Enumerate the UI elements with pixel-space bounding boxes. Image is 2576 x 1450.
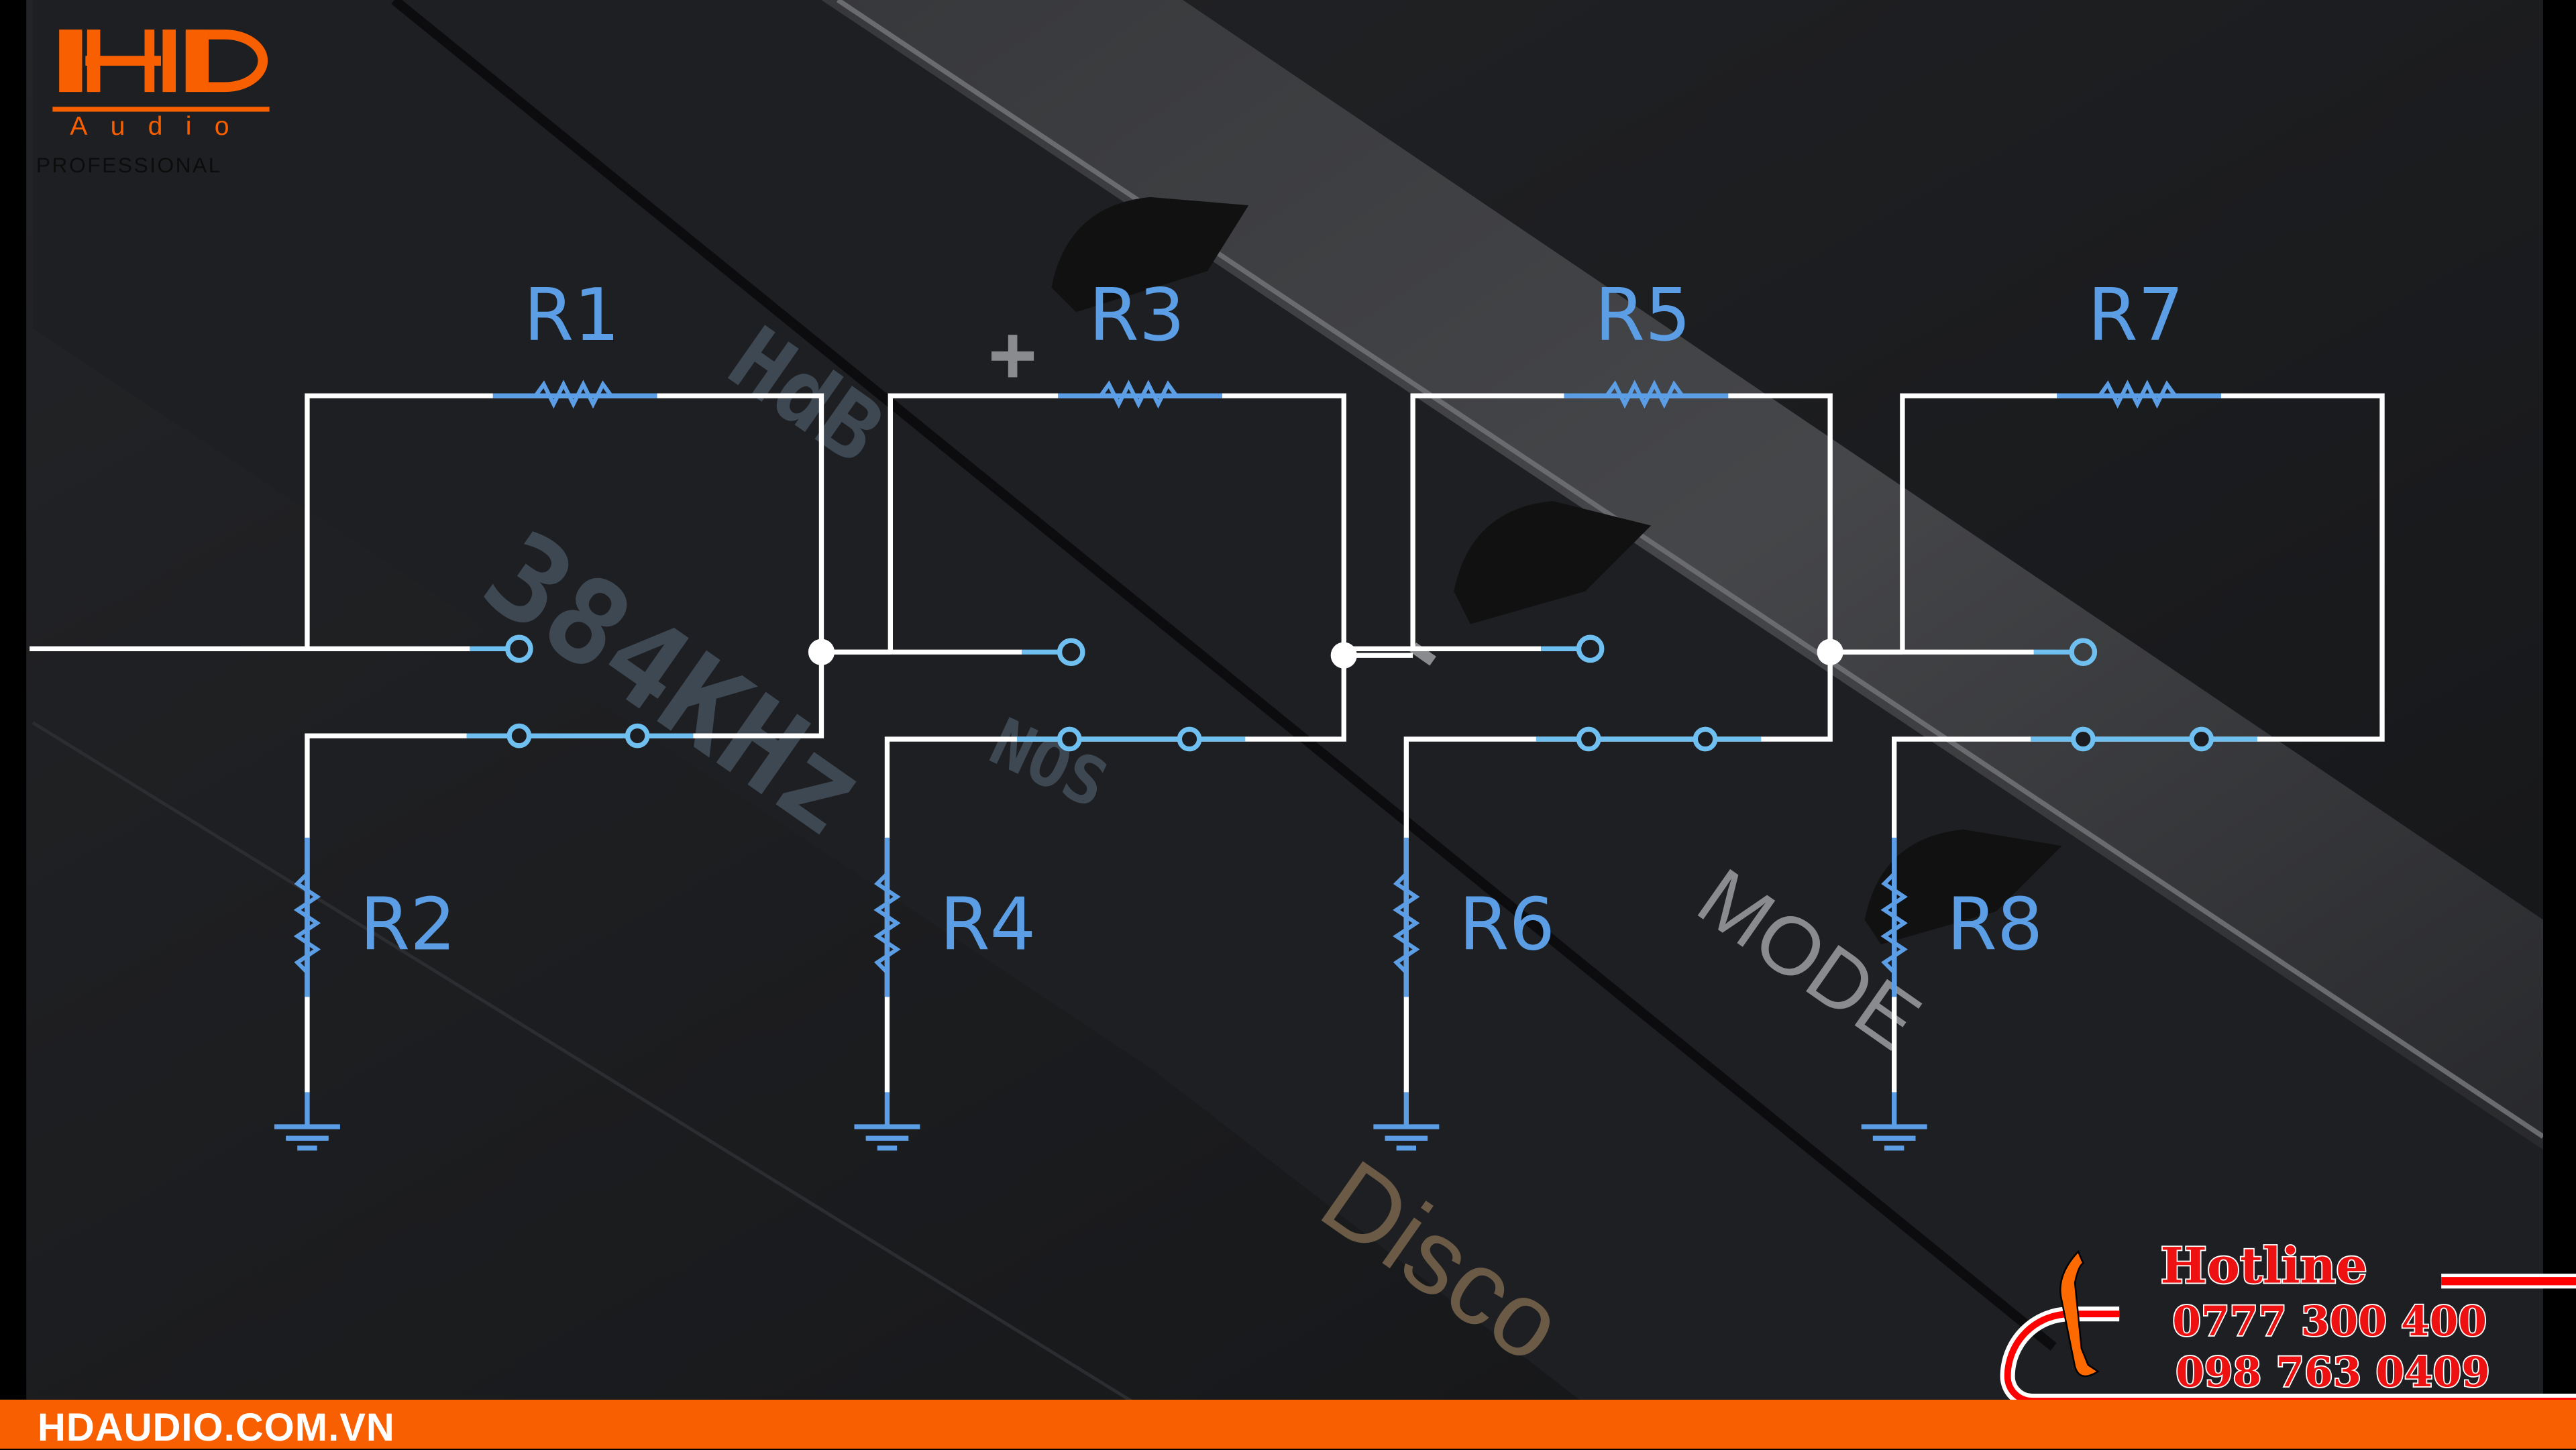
bypass-contact — [1177, 726, 1202, 752]
resistor-r6 — [1393, 872, 1420, 974]
bypass-contact — [625, 723, 650, 748]
left-edge — [0, 0, 27, 1400]
wire — [1892, 393, 2385, 1093]
footer-bar: HDAUDIO.COM.VN — [0, 1400, 2576, 1449]
resistor-r7 — [2098, 380, 2177, 409]
right-edge — [2543, 0, 2576, 1400]
device-edge — [391, 0, 2057, 1351]
bypass-contact — [1057, 726, 1082, 752]
logo: Audio PROFESSIONAL — [36, 30, 270, 177]
device-edge — [32, 721, 1151, 1414]
hotline-phone-2[interactable]: 098 763 0409 — [2174, 1347, 2491, 1398]
resistor-label: R8 — [1947, 883, 2043, 967]
resistor-r2 — [293, 872, 321, 974]
website-link[interactable]: HDAUDIO.COM.VN — [38, 1406, 395, 1449]
resistor-label: R1 — [524, 274, 620, 357]
resistor-label: R5 — [1595, 274, 1690, 357]
bypass-contact — [1576, 726, 1601, 752]
bypass-contact — [2189, 726, 2214, 752]
device-strip — [821, 0, 2544, 1150]
switch-contact — [1057, 638, 1085, 667]
resistor-r1 — [533, 380, 613, 409]
device-knob — [1864, 829, 2062, 945]
resistor-label: R3 — [1089, 274, 1185, 357]
resistor-label: R7 — [2088, 274, 2184, 357]
device-edge — [836, 0, 2545, 1139]
resistor-label: R2 — [360, 883, 455, 967]
resistor-r5 — [1605, 380, 1684, 409]
bypass-contact — [506, 723, 532, 748]
switch-contact — [1576, 634, 1605, 663]
logo-audio: Audio — [70, 112, 252, 141]
hotline-phone-1[interactable]: 0777 300 400 — [2171, 1296, 2488, 1347]
bypass-contact — [1693, 726, 1718, 752]
hotline-banner: Hotline 0777 300 400 098 763 0409 — [2000, 1236, 2576, 1408]
wire — [305, 393, 824, 1093]
switch-contact — [505, 634, 533, 663]
resistor-label: R4 — [940, 883, 1036, 967]
logo-tagline: PROFESSIONAL — [36, 153, 222, 177]
junction-node — [808, 638, 835, 665]
junction-node — [1330, 642, 1357, 669]
resistor-r4 — [873, 872, 901, 974]
wire — [1403, 393, 1833, 1093]
resistor-label: R6 — [1459, 883, 1555, 967]
wire — [884, 393, 1346, 1093]
resistor-r3 — [1099, 380, 1178, 409]
device-knob — [1454, 500, 1652, 624]
resistor-r8 — [1880, 872, 1908, 974]
phone-icon — [2059, 1249, 2100, 1378]
bypass-contact — [2070, 726, 2096, 752]
hotline-title: Hotline — [2161, 1237, 2367, 1295]
device-knob — [1051, 197, 1249, 313]
switch-contact — [2069, 638, 2098, 667]
label-plus: + — [989, 308, 1036, 400]
